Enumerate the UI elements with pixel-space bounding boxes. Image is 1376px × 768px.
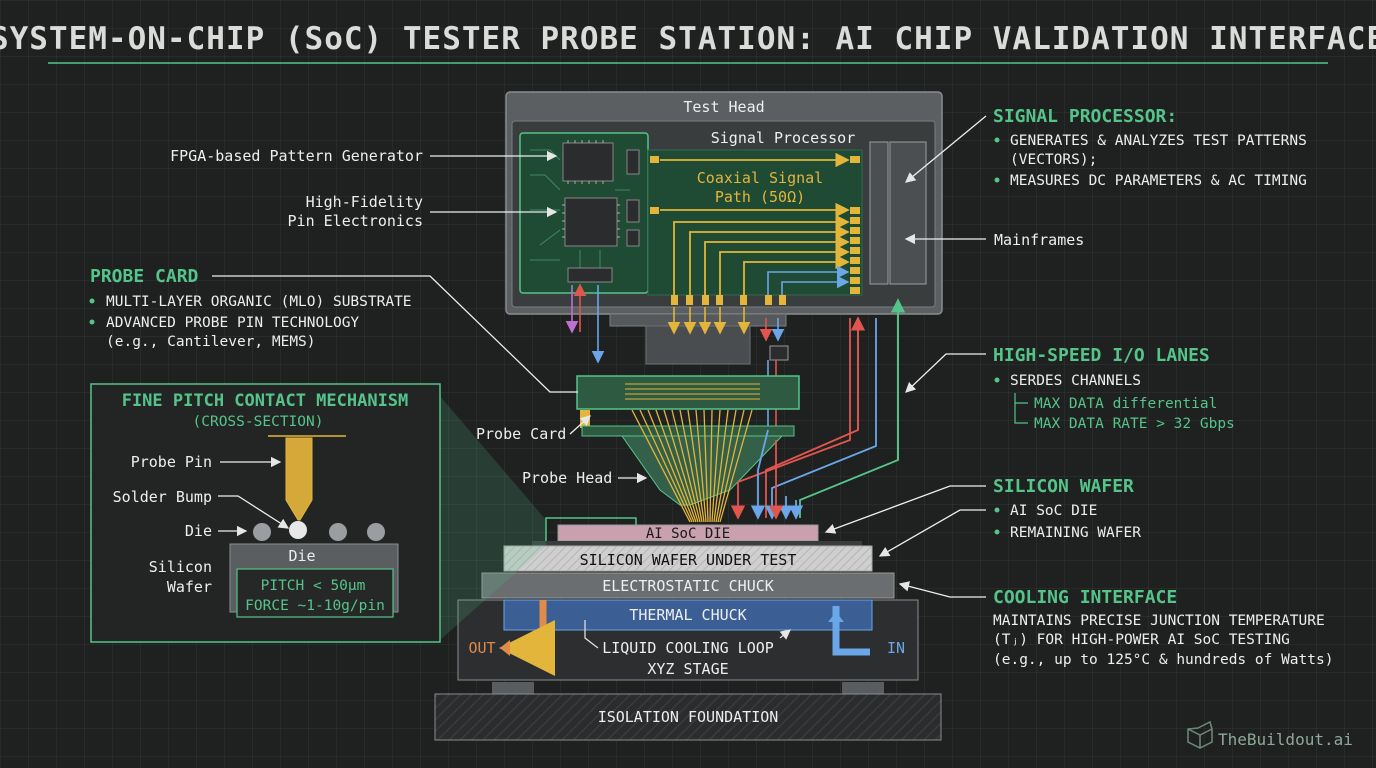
solder-bump-pointer bbox=[218, 495, 290, 529]
isolation-foundation-label: ISOLATION FOUNDATION bbox=[598, 708, 779, 726]
isolation-foundation bbox=[434, 693, 942, 741]
probe-pin-label: Probe Pin bbox=[131, 453, 212, 471]
fine-pitch-panel: FINE PITCH CONTACT MECHANISM (CROSS-SECT… bbox=[90, 383, 546, 643]
silicon-wafer bbox=[503, 545, 873, 572]
io-bullet: SERDES CHANNELS bbox=[1010, 373, 1141, 389]
force-label: FORCE ~1-10g/pin bbox=[245, 598, 385, 614]
relay-component bbox=[769, 345, 789, 361]
pitch-label: PITCH < 50µm bbox=[261, 578, 366, 594]
cooling-loop-label: LIQUID COOLING LOOP bbox=[602, 639, 774, 657]
fine-pitch-subheading: (CROSS-SECTION) bbox=[193, 414, 324, 430]
probe-card bbox=[576, 375, 800, 437]
cooling-pointer bbox=[898, 581, 986, 598]
thermal-chuck bbox=[503, 599, 873, 631]
probe-card-bullet: (e.g., Cantilever, MEMS) bbox=[106, 334, 316, 350]
probe-card-label: Probe Card bbox=[476, 425, 566, 443]
probe-card-bullet: MULTI-LAYER ORGANIC (MLO) SUBSTRATE bbox=[106, 294, 412, 310]
connector-block bbox=[567, 267, 613, 283]
cooling-line: (Tⱼ) FOR HIGH-POWER AI SoC TESTING bbox=[993, 632, 1290, 648]
blue-signal-lines bbox=[767, 265, 850, 295]
electrostatic-chuck bbox=[481, 572, 895, 599]
signal-processor-label: Signal Processor bbox=[711, 129, 856, 147]
die-inner-label: Die bbox=[288, 547, 315, 565]
signal-processor-bullet: MEASURES DC PARAMETERS & AC TIMING bbox=[1010, 173, 1307, 189]
silicon-wafer-label: SILICON WAFER UNDER TEST bbox=[580, 551, 797, 569]
xyz-stage-label: XYZ STAGE bbox=[647, 660, 728, 678]
die-label: Die bbox=[185, 522, 212, 540]
signal-processor-heading: SIGNAL PROCESSOR: bbox=[993, 106, 1177, 127]
fine-pitch-heading: FINE PITCH CONTACT MECHANISM bbox=[122, 391, 409, 411]
coax-label-line1: Coaxial Signal bbox=[697, 169, 823, 187]
test-head-neck bbox=[645, 325, 751, 365]
mainframe-slot bbox=[869, 141, 889, 285]
test-head-base bbox=[609, 313, 787, 327]
probe-card-heading: PROBE CARD bbox=[90, 266, 199, 287]
wafer-stack: AI SoC DIE SILICON WAFER UNDER TEST ELEC… bbox=[434, 517, 942, 741]
probe-pin bbox=[285, 437, 313, 521]
signal-processor-bullet-cont: (VECTORS); bbox=[1010, 152, 1097, 168]
coax-lines bbox=[660, 152, 850, 295]
pad-down-arrows bbox=[667, 307, 785, 342]
out-arrowhead bbox=[500, 640, 510, 656]
probe-head bbox=[621, 409, 784, 523]
silicon-wafer-label-2: Wafer bbox=[167, 578, 212, 596]
electrostatic-chuck-label: ELECTROSTATIC CHUCK bbox=[602, 577, 774, 595]
test-head-title: Test Head bbox=[683, 98, 764, 116]
solder-bump-label: Solder Bump bbox=[113, 488, 212, 506]
out-label: OUT bbox=[468, 639, 495, 657]
wafer-bullet: REMAINING WAFER bbox=[1010, 525, 1141, 541]
pin-electronics-label-2: Pin Electronics bbox=[288, 212, 423, 230]
mainframes-label: Mainframes bbox=[994, 231, 1084, 249]
cooling-line: MAINTAINS PRECISE JUNCTION TEMPERATURE bbox=[993, 613, 1325, 629]
cooling-loop-out bbox=[499, 600, 555, 676]
io-sub-bullet: MAX DATA RATE > 32 Gbps bbox=[1034, 416, 1235, 432]
in-label: IN bbox=[887, 639, 905, 657]
ai-soc-die-label: AI SoC DIE bbox=[646, 526, 730, 542]
pcb-traces bbox=[530, 149, 630, 268]
probe-card-pointer bbox=[212, 275, 578, 393]
connector-pads bbox=[650, 156, 860, 305]
io-heading: HIGH-SPEED I/O LANES bbox=[993, 345, 1210, 366]
test-head: Test Head Signal Processor bbox=[505, 91, 943, 315]
mainframe-slot bbox=[889, 141, 927, 285]
small-component bbox=[626, 229, 640, 247]
probe-card-bullet: ADVANCED PROBE PIN TECHNOLOGY bbox=[106, 315, 359, 331]
in-arrowhead bbox=[828, 612, 844, 622]
pin-electronics-chip bbox=[562, 197, 620, 247]
loop-path bbox=[584, 620, 790, 649]
io-pointer bbox=[905, 353, 986, 393]
io-lanes bbox=[730, 298, 906, 520]
cooling-line: (e.g., up to 125°C & hundreds of Watts) bbox=[993, 652, 1333, 668]
cube-logo-icon bbox=[1187, 720, 1213, 749]
probe-card-label-pointer bbox=[569, 415, 591, 435]
thermal-chuck-label: THERMAL CHUCK bbox=[629, 606, 746, 624]
coax-label-line2: Path (50Ω) bbox=[715, 188, 805, 206]
fpga-label: FPGA-based Pattern Generator bbox=[170, 147, 423, 165]
page-title: SYSTEM-ON-CHIP (SoC) TESTER PROBE STATIO… bbox=[0, 21, 1376, 57]
pin-electronics-label-1: High-Fidelity bbox=[306, 193, 423, 211]
wafer-pointer-die bbox=[824, 485, 986, 534]
signal-processor-pointer bbox=[904, 115, 987, 183]
cooling-heading: COOLING INTERFACE bbox=[993, 587, 1177, 608]
silicon-wafer-label-1: Silicon bbox=[149, 558, 212, 576]
small-component bbox=[626, 149, 640, 175]
fpga-chip bbox=[562, 140, 614, 184]
small-component bbox=[626, 199, 640, 223]
io-sub-bullet: MAX DATA differential bbox=[1034, 396, 1217, 412]
signal-processor-bullet: GENERATES & ANALYZES TEST PATTERNS bbox=[1010, 133, 1307, 149]
wafer-heading: SILICON WAFER bbox=[993, 476, 1134, 497]
brand-name: TheBuildout.ai bbox=[1218, 730, 1353, 749]
wafer-bullet: AI SoC DIE bbox=[1010, 503, 1097, 519]
wafer-pointer-remaining bbox=[878, 509, 986, 557]
probe-head-label: Probe Head bbox=[522, 469, 612, 487]
